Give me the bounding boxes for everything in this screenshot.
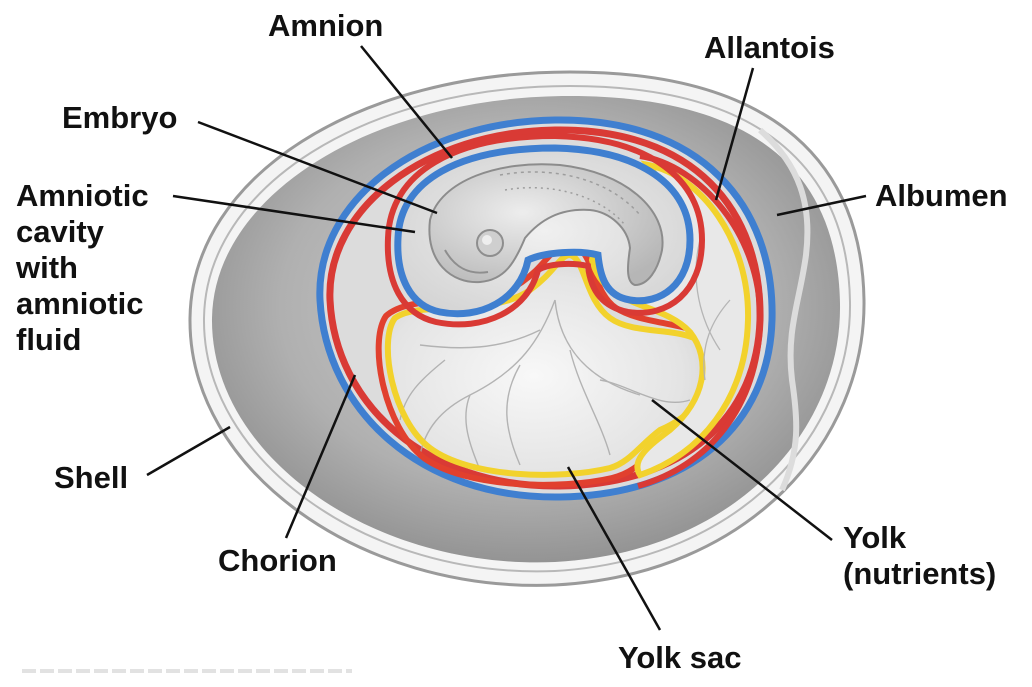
label-embryo: Embryo: [62, 100, 177, 136]
label-amniotic-cavity-line: amniotic: [16, 286, 149, 322]
label-yolk-line: (nutrients): [843, 556, 996, 592]
label-amniotic-cavity-line: Amniotic: [16, 178, 149, 214]
label-amnion: Amnion: [268, 8, 383, 44]
credit-line: [22, 669, 352, 673]
label-amniotic-cavity: Amniotic cavity with amniotic fluid: [16, 178, 149, 358]
label-yolk-line: Yolk: [843, 520, 996, 556]
label-albumen: Albumen: [875, 178, 1008, 214]
label-amniotic-cavity-line: fluid: [16, 322, 149, 358]
label-shell: Shell: [54, 460, 128, 496]
label-amniotic-cavity-line: with: [16, 250, 149, 286]
label-yolk: Yolk (nutrients): [843, 520, 996, 592]
label-chorion: Chorion: [218, 543, 337, 579]
label-amniotic-cavity-line: cavity: [16, 214, 149, 250]
label-yolk-sac: Yolk sac: [618, 640, 742, 676]
label-allantois: Allantois: [704, 30, 835, 66]
